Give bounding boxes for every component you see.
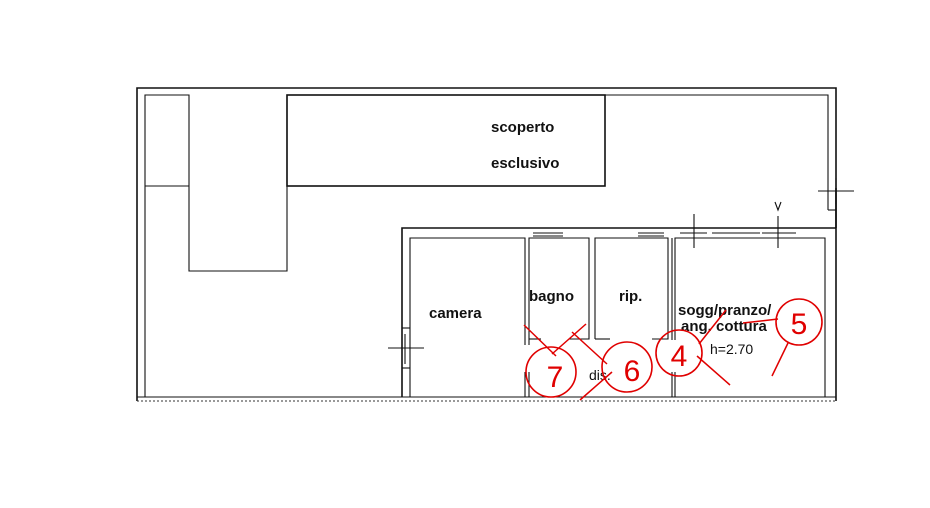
marker-5: 5 <box>742 298 823 377</box>
scoperto-label-1: scoperto <box>491 119 554 136</box>
scoperto-label-2: esclusivo <box>491 155 559 172</box>
marker-4: 4 <box>655 309 731 386</box>
height-label: h=2.70 <box>710 341 753 357</box>
marker-6-number: 6 <box>624 355 641 388</box>
marker-4-number: 4 <box>671 340 688 373</box>
scoperto-area: scoperto esclusivo <box>286 94 606 187</box>
soggiorno-label-2: ang. cottura <box>681 318 767 335</box>
rip-label: rip. <box>619 288 642 305</box>
apartment-walls <box>388 201 836 397</box>
left-wing-walls <box>144 94 829 397</box>
marker-7: 7 <box>523 323 587 398</box>
marker-5-number: 5 <box>791 308 808 341</box>
room-labels: camera bagno rip. sogg/pranzo/ ang. cott… <box>429 288 772 383</box>
east-entrance <box>818 178 854 211</box>
outer-boundary <box>136 87 837 402</box>
marker-7-number: 7 <box>547 361 564 394</box>
marker-6: 6 <box>571 331 653 401</box>
bagno-label: bagno <box>529 288 574 305</box>
camera-label: camera <box>429 305 482 322</box>
photo-markers: 7 6 4 5 <box>523 298 823 401</box>
